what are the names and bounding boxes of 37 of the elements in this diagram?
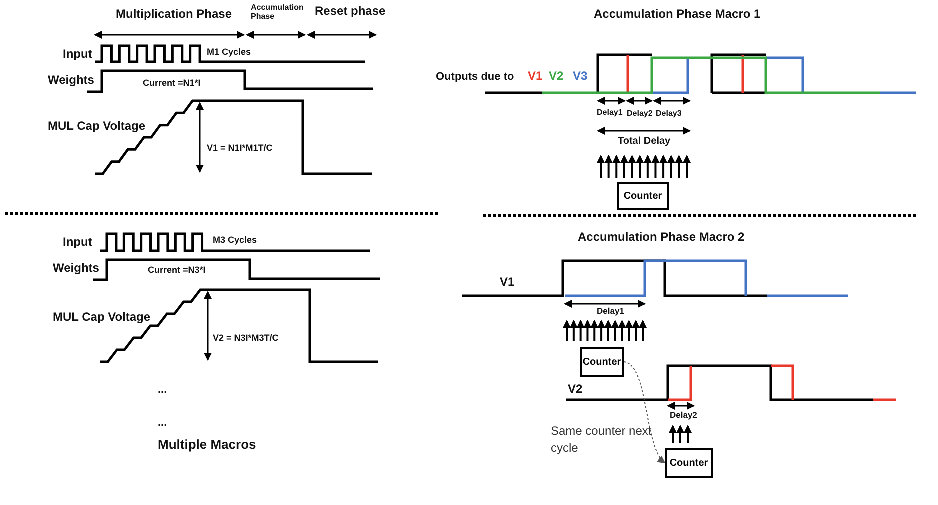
- phase-label: Reset phase: [315, 5, 386, 18]
- formula-label: V1 = N1I*M1T/C: [207, 144, 273, 154]
- formula-label: V2 = N3I*M3T/C: [213, 334, 279, 344]
- phase-label: Multiplication Phase: [116, 8, 232, 22]
- counter-box: Counter: [665, 448, 713, 478]
- waveform-annotation: M3 Cycles: [213, 236, 258, 246]
- ellipsis-text: ...: [158, 417, 168, 430]
- signal-label: V1: [500, 276, 515, 290]
- legend-label: V3: [573, 70, 588, 84]
- legend-label: V2: [549, 70, 564, 84]
- waveform-annotation: Current =N3*I: [148, 266, 206, 276]
- phase-label: Accumulation Phase: [251, 4, 305, 22]
- signal-label: MUL Cap Voltage: [48, 120, 146, 134]
- note-text: Same counter next cycle: [551, 423, 653, 457]
- signal-label: Outputs due to: [436, 71, 514, 84]
- note-text: Multiple Macros: [158, 438, 256, 452]
- panel-title: Accumulation Phase Macro 2: [578, 231, 745, 244]
- curved-arrow: [624, 362, 666, 464]
- signal-label: Input: [63, 48, 92, 62]
- waveform-annotation: M1 Cycles: [207, 48, 252, 58]
- signal-label: Input: [63, 236, 92, 250]
- signal-label: V2: [568, 383, 583, 396]
- counter-box: Counter: [580, 347, 624, 377]
- delay-label: Delay2: [670, 411, 698, 420]
- delay-label: Delay1: [597, 307, 624, 316]
- ellipsis-text: ...: [158, 384, 168, 396]
- signal-label: Weights: [48, 74, 94, 88]
- waveform-annotation: Current =N1*I: [143, 79, 201, 89]
- counter-box: Counter: [617, 182, 669, 210]
- delay-label: Delay3: [656, 110, 682, 119]
- legend-label: V1: [528, 70, 543, 84]
- panel-title: Accumulation Phase Macro 1: [594, 8, 761, 22]
- delay-label: Delay1: [597, 109, 623, 118]
- signal-label: Weights: [53, 262, 100, 276]
- signal-label: MUL Cap Voltage: [53, 311, 151, 324]
- delay-label: Delay2: [627, 110, 653, 119]
- delay-label: Total Delay: [618, 136, 671, 147]
